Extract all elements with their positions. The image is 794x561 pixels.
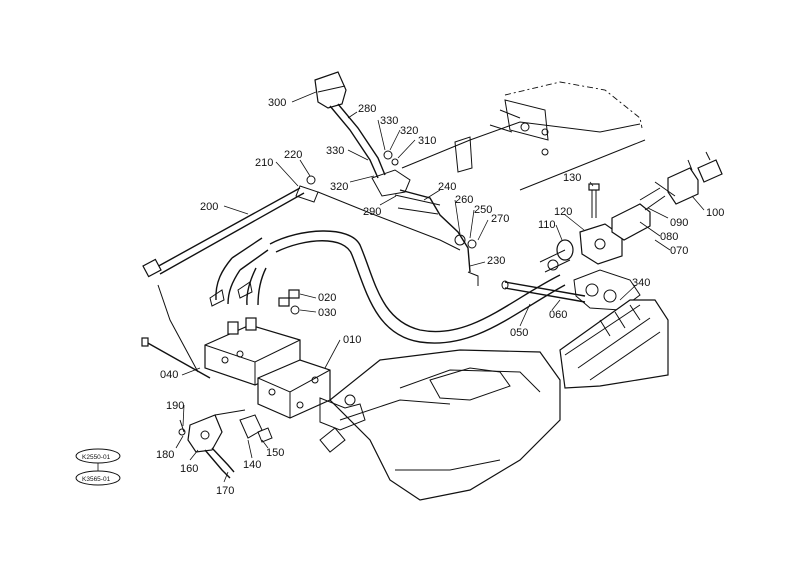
label-290: 290: [363, 206, 381, 218]
long-rod: [501, 280, 586, 303]
label-300: 300: [268, 97, 286, 109]
label-210: 210: [255, 157, 273, 169]
label-070: 070: [670, 245, 688, 257]
label-140: 140: [243, 459, 261, 471]
part-labels: 300 280 330 320 310 330 320 210 220 200 …: [156, 97, 724, 497]
label-340: 340: [632, 277, 650, 289]
label-180: 180: [156, 449, 174, 461]
label-310: 310: [418, 135, 436, 147]
guard-cover: [559, 299, 669, 389]
label-230: 230: [487, 255, 505, 267]
label-160: 160: [180, 463, 198, 475]
label-270: 270: [491, 213, 509, 225]
hydraulic-hoses: [215, 230, 566, 344]
control-rod: [142, 175, 461, 373]
label-330-left: 330: [326, 145, 344, 157]
fittings: [209, 281, 300, 315]
label-030: 030: [318, 307, 336, 319]
reference-codes: K2550-01 K3565-01: [75, 448, 121, 486]
label-090: 090: [670, 217, 688, 229]
control-valve: [204, 317, 366, 453]
label-040: 040: [160, 369, 178, 381]
chassis-body: [329, 349, 561, 501]
label-150: 150: [266, 447, 284, 459]
label-320-left: 320: [330, 181, 348, 193]
bolt: [141, 337, 211, 379]
label-320-top: 320: [400, 125, 418, 137]
label-100: 100: [706, 207, 724, 219]
label-190: 190: [166, 400, 184, 412]
leader-lines: [175, 91, 705, 483]
coupling-assembly: [539, 151, 723, 311]
label-200: 200: [200, 201, 218, 213]
label-120: 120: [554, 206, 572, 218]
label-250: 250: [474, 204, 492, 216]
label-260: 260: [455, 194, 473, 206]
control-lever: [314, 71, 479, 286]
label-130: 130: [563, 172, 581, 184]
label-050: 050: [510, 327, 528, 339]
label-020: 020: [318, 292, 336, 304]
lower-linkage: [178, 409, 273, 479]
label-110: 110: [538, 219, 556, 231]
platform-outline: [401, 81, 646, 191]
label-280: 280: [358, 103, 376, 115]
label-220: 220: [284, 149, 302, 161]
label-010: 010: [343, 334, 361, 346]
label-060: 060: [549, 309, 567, 321]
label-240: 240: [438, 181, 456, 193]
ref-code-top: K2550-01: [82, 454, 111, 461]
label-080: 080: [660, 231, 678, 243]
ref-code-bottom: K3565-01: [82, 476, 111, 483]
label-330-top: 330: [380, 115, 398, 127]
label-170: 170: [216, 485, 234, 497]
